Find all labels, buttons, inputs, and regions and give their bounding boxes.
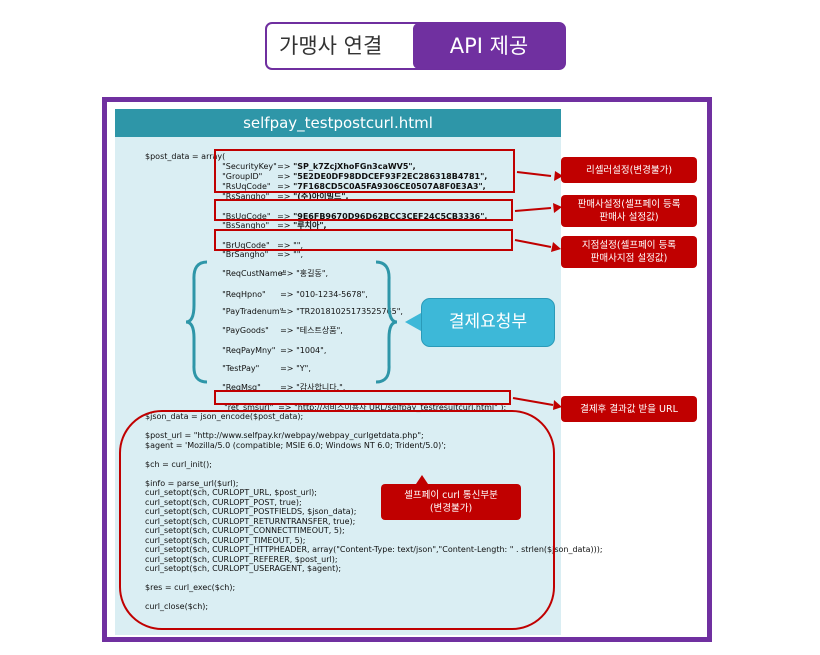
code-line: $agent = 'Mozilla/5.0 (compatible; MSIE … [145, 440, 447, 450]
request-row: "ReqHpno"=>"010-1234-5678", [222, 290, 368, 299]
code-line: $info = parse_url($url); [145, 478, 239, 488]
left-brace [185, 260, 208, 384]
reseller-box [214, 149, 515, 193]
group1-row: "RsUqCode"=>"7F168CD5C0A5FA9306CE0507A8F… [222, 182, 486, 191]
code-line: $ch = curl_init(); [145, 459, 212, 469]
tab-api-provision[interactable]: API 제공 [413, 23, 565, 69]
code-line: $json_data = json_encode($post_data); [145, 412, 304, 421]
code-line: curl_setopt($ch, CURLOPT_TIMEOUT, 5); [145, 535, 306, 545]
group2-row: "BsSangho"=>"루치아", [222, 221, 327, 230]
code-line: $res = curl_exec($ch); [145, 583, 236, 592]
code-line: curl_setopt($ch, CURLOPT_POSTFIELDS, $js… [145, 507, 357, 516]
bubble-pointer [405, 313, 421, 331]
request-row: "ReqMsg"=>"감사합니다.", [222, 383, 346, 392]
request-row: "PayGoods"=>"테스트상품", [222, 326, 343, 335]
code-line: curl_close($ch); [145, 602, 209, 611]
payment-request-bubble: 결제요청부 [421, 298, 555, 347]
ret-smsurl-row: "ret_smsurl"=>"http://서비스이용사 URL/selfpay… [224, 403, 507, 412]
branch-label: 지점설정(셀프페이 등록 판매사지점 설정값) [561, 236, 697, 268]
curl-code-block: $json_data = json_encode($post_data); $po… [145, 412, 603, 612]
group3-row: "BrUqCode"=>"", [222, 241, 303, 250]
code-line: curl_setopt($ch, CURLOPT_RETURNTRANSFER,… [145, 516, 356, 526]
arrow-reseller-head [554, 171, 563, 181]
arrow-reseller [516, 171, 552, 177]
group1-row: "GroupID"=>"5E2DE0DF98DDCEF93F2EC286318B… [222, 172, 488, 181]
post-data-start: $post_data = array( [145, 152, 226, 161]
arrow-return-head [553, 400, 562, 410]
group1-row: "RsSangho"=>"(주)아이빌드", [222, 192, 349, 201]
request-row: "PayTradenum"=>"TR20181025173525765", [222, 307, 403, 316]
request-row: "ReqCustName"=>"홍길동", [222, 269, 329, 278]
request-row: "TestPay"=>"Y", [222, 364, 311, 373]
code-line: curl_setopt($ch, CURLOPT_POST, true); [145, 497, 302, 507]
request-row: "ReqPayMny"=>"1004", [222, 346, 327, 355]
branch-box [214, 229, 513, 251]
reseller-label: 리셀러설정(변경불가) [561, 157, 697, 183]
seller-box [214, 199, 513, 221]
tab-merchant-connection[interactable]: 가맹사 연결 [279, 34, 383, 58]
code-line: curl_setopt($ch, CURLOPT_CONNECTTIMEOUT,… [145, 526, 345, 535]
curl-section-outline [119, 410, 555, 630]
seller-label: 판매사설정(셀프페이 등록 판매사 설정값) [561, 195, 697, 227]
diagram-frame [102, 97, 712, 642]
curl-label: 셀프페이 curl 통신부분 (변경불가) [381, 484, 521, 520]
panel-title: selfpay_testpostcurl.html [115, 109, 561, 137]
group3-row: "BrSangho"=>"", [222, 250, 303, 259]
arrow-seller [514, 207, 552, 212]
curl-label-pointer [416, 475, 428, 484]
arrow-seller-head [553, 203, 562, 213]
arrow-branch-head [551, 242, 561, 252]
return-url-box [214, 390, 511, 405]
header-tabs: 가맹사 연결 API 제공 [265, 22, 566, 70]
arrow-return [512, 397, 554, 406]
right-brace [375, 260, 398, 384]
return-url-label: 결제후 결과값 받을 URL [561, 396, 697, 422]
code-line: curl_setopt($ch, CURLOPT_USERAGENT, $age… [145, 564, 342, 573]
group1-row: "SecurityKey"=>"SP_k7ZcjXhoFGn3caWV5", [222, 162, 416, 171]
code-line: $post_url = "http://www.selfpay.kr/webpa… [145, 431, 424, 440]
code-line: curl_setopt($ch, CURLOPT_REFERER, $post_… [145, 554, 338, 564]
group2-row: "BsUqCode"=>"9E6FB9670D96D62BCC3CEF24C5C… [222, 212, 488, 221]
code-line: curl_setopt($ch, CURLOPT_HTTPHEADER, arr… [145, 545, 603, 554]
code-line: curl_setopt($ch, CURLOPT_URL, $post_url)… [145, 488, 317, 497]
code-panel [115, 109, 561, 635]
arrow-branch [514, 239, 552, 248]
